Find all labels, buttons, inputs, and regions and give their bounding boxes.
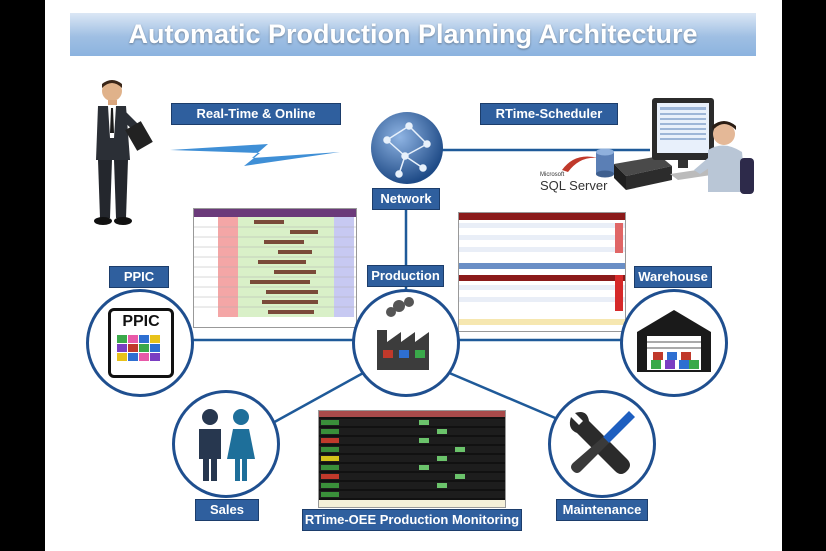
label-network: Network (372, 188, 440, 210)
sql-vendor-text: Microsoft (540, 172, 565, 178)
ppic-node: PPIC (86, 289, 194, 397)
label-sales: Sales (195, 499, 259, 521)
sales-node (172, 390, 280, 498)
oee-monitoring-screenshot (318, 410, 506, 508)
calendar-grid (117, 335, 160, 361)
label-ppic: PPIC (109, 266, 169, 288)
title-banner: Automatic Production Planning Architectu… (70, 13, 756, 56)
warehouse-node (620, 289, 728, 397)
oee-table-thumbnail (319, 411, 505, 507)
order-table-thumbnail (459, 213, 625, 325)
network-globe-icon (371, 112, 443, 184)
production-to-sales-line (259, 370, 366, 432)
lightning-bolt-icon (170, 144, 340, 166)
scheduler-order-table-screenshot (458, 212, 626, 332)
label-warehouse: Warehouse (634, 266, 712, 288)
warehouse-icon (637, 310, 711, 372)
gantt-chart-thumbnail (194, 209, 356, 317)
schedule-gantt-screenshot (193, 208, 357, 328)
pc-user-server-icon (596, 98, 754, 194)
sql-server-icon (562, 156, 598, 172)
production-to-maintenance-line (446, 370, 561, 422)
calendar-icon: PPIC (108, 308, 174, 378)
diagram-title: Automatic Production Planning Architectu… (128, 19, 698, 49)
calendar-title: PPIC (122, 313, 160, 330)
label-rtime-scheduler: RTime-Scheduler (480, 103, 618, 125)
production-node (352, 289, 460, 397)
sales-people-icon (199, 409, 255, 481)
maintenance-node (548, 390, 656, 498)
sql-product-text: SQL Server (540, 178, 608, 193)
sql-server-logo: Microsoft SQL Server (540, 150, 635, 200)
tools-icon (569, 411, 635, 474)
label-rtime-oee: RTime-OEE Production Monitoring (302, 509, 522, 531)
label-maintenance: Maintenance (556, 499, 648, 521)
businessman-icon (94, 80, 153, 225)
label-real-time-online: Real-Time & Online (171, 103, 341, 125)
label-production: Production (367, 265, 444, 287)
factory-icon (377, 297, 429, 370)
